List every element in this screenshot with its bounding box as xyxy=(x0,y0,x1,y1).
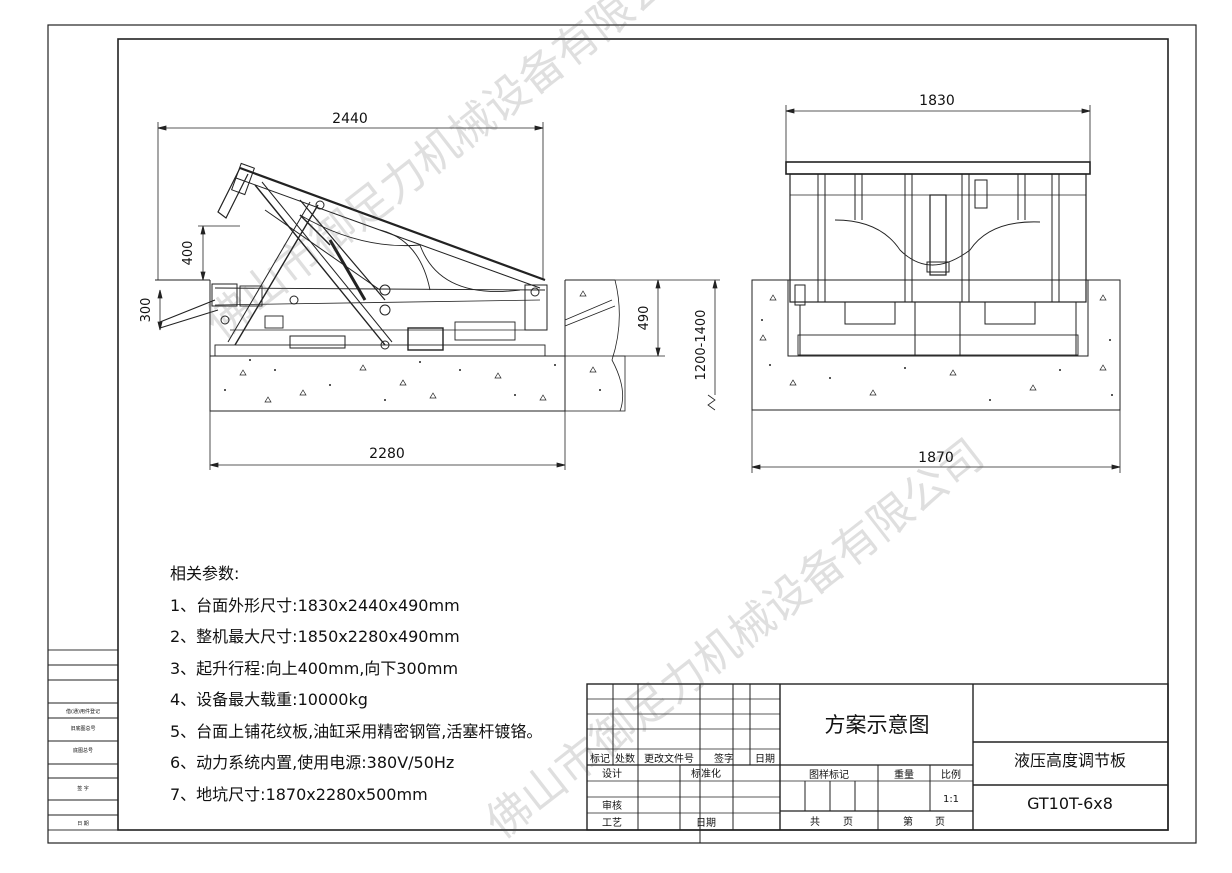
title-block-model: GT10T-6x8 xyxy=(1027,794,1113,813)
side-view xyxy=(155,162,626,412)
dim-400: 400 xyxy=(181,241,196,266)
strip-label-4: 签 字 xyxy=(77,785,89,792)
dim-2440: 2440 xyxy=(332,111,368,127)
parameter-item: 3、起升行程:向上400mm,向下300mm xyxy=(170,658,459,678)
label-date: 日期 xyxy=(696,817,716,829)
parameter-item: 2、整机最大尺寸:1850x2280x490mm xyxy=(170,627,460,646)
strip-label-2: 旧底图总号 xyxy=(70,725,95,732)
parameter-item: 1、台面外形尺寸:1830x2440x490mm xyxy=(170,595,460,615)
dim-1200-1400: 1200-1400 xyxy=(694,310,709,381)
label-weight: 重量 xyxy=(894,768,914,781)
label-total: 共 xyxy=(810,816,820,828)
strip-label-1: 借(通)用件登记 xyxy=(66,708,100,715)
dim-1830: 1830 xyxy=(919,93,955,109)
hdr-mark: 标记 xyxy=(590,753,610,765)
parameter-item: 4、设备最大载重:10000kg xyxy=(170,690,368,709)
parameter-item: 5、台面上铺花纹板,油缸采用精密钢管,活塞杆镀铬。 xyxy=(170,721,543,741)
label-review: 审核 xyxy=(602,799,622,812)
parameter-item: 6、动力系统内置,使用电源:380V/50Hz xyxy=(170,753,455,772)
outer-border xyxy=(47,24,1197,844)
parameters-heading: 相关参数: xyxy=(170,564,240,583)
title-block-title: 方案示意图 xyxy=(825,713,930,737)
strip-label-3: 底图总号 xyxy=(73,747,93,754)
parameter-item: 7、地坑尺寸:1870x2280x500mm xyxy=(170,784,428,804)
label-drawing-mark: 图样标记 xyxy=(809,768,849,781)
dim-490: 490 xyxy=(637,306,652,331)
front-view xyxy=(751,161,1121,411)
dim-1870: 1870 xyxy=(918,450,954,466)
front-view-dimensions xyxy=(751,105,1121,473)
title-block-grid xyxy=(586,683,1169,843)
hdr-count: 处数 xyxy=(615,752,635,765)
dim-2280: 2280 xyxy=(369,446,405,462)
label-sheet-2: 页 xyxy=(935,816,945,828)
dim-300: 300 xyxy=(139,298,154,323)
title-block-scale: 1:1 xyxy=(943,794,959,805)
side-view-dimensions xyxy=(157,122,720,470)
label-ratio: 比例 xyxy=(941,768,961,781)
left-strip-table xyxy=(47,649,119,831)
label-sheet-1: 页 xyxy=(843,816,853,828)
label-design: 设计 xyxy=(602,767,622,780)
strip-label-5: 日 期 xyxy=(77,821,89,827)
label-process: 工艺 xyxy=(602,817,622,829)
label-standardize: 标准化 xyxy=(691,767,721,780)
title-block-product: 液压高度调节板 xyxy=(1014,751,1126,770)
hdr-date: 日期 xyxy=(755,753,775,765)
parameters-list: 相关参数: 1、台面外形尺寸:1830x2440x490mm 2、整机最大尺寸:… xyxy=(170,558,542,810)
hdr-file: 更改文件号 xyxy=(644,752,694,765)
hdr-sign: 签字 xyxy=(714,752,734,765)
label-number: 第 xyxy=(903,815,913,828)
